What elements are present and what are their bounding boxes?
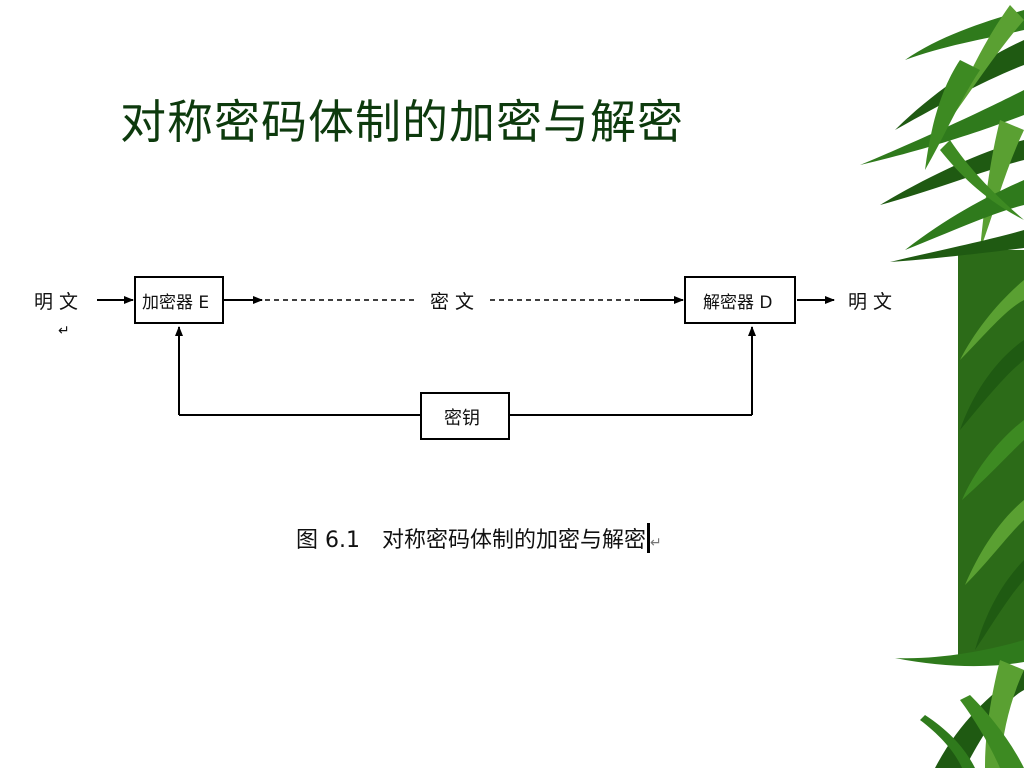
paragraph-mark-icon: ↵ <box>650 535 662 551</box>
slide-title: 对称密码体制的加密与解密 <box>120 95 684 149</box>
figure-caption: 图 6.1 对称密码体制的加密与解密↵ <box>296 522 662 554</box>
paragraph-mark-icon: ↵ <box>58 323 70 339</box>
decryptor-box <box>684 276 796 324</box>
figure-number: 图 6.1 <box>296 528 360 553</box>
text-cursor <box>647 523 650 553</box>
encryptor-box <box>134 276 224 324</box>
bamboo-leaves <box>860 5 1024 768</box>
ciphertext-label: 密 文 <box>430 291 474 313</box>
plaintext-input-label: 明 文 <box>34 291 78 313</box>
decryptor-label: 解密器 D <box>703 293 773 313</box>
key-box <box>420 392 510 440</box>
plaintext-output-label: 明 文 <box>848 291 892 313</box>
encryptor-label: 加密器 E <box>142 293 209 313</box>
figure-caption-text: 对称密码体制的加密与解密 <box>381 528 646 553</box>
key-label: 密钥 <box>444 408 480 429</box>
